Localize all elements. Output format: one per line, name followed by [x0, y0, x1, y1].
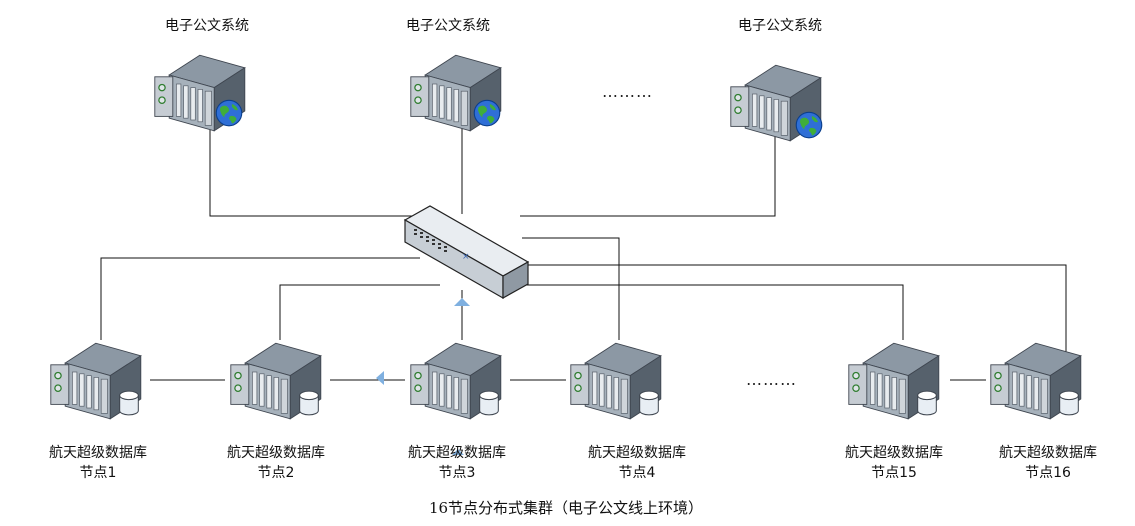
link-switch-node4: [522, 237, 620, 340]
database-icon: [917, 390, 937, 416]
db-node-name: 航天超级数据库: [227, 445, 325, 461]
connection-lines: [100, 128, 1067, 381]
database-icon: [639, 390, 659, 416]
db-node-15: [848, 342, 940, 420]
db-node-label-1: 航天超级数据库 节点1: [49, 443, 147, 483]
db-node-name: 航天超级数据库: [845, 445, 943, 461]
web-server-label-2: 电子公文系统: [406, 18, 490, 34]
db-node-number: 节点3: [438, 465, 476, 481]
db-node-name: 航天超级数据库: [408, 445, 506, 461]
network-switch: ×: [403, 205, 530, 300]
web-server-1: [154, 54, 246, 132]
db-node-number: 节点1: [79, 465, 117, 481]
globe-icon: [215, 99, 243, 127]
db-node-label-16: 航天超级数据库 节点16: [999, 443, 1097, 483]
arrow-small-marker: [452, 449, 464, 455]
db-node-4: [570, 342, 662, 420]
db-node-label-2: 航天超级数据库 节点2: [227, 443, 325, 483]
web-servers-ellipsis: ………: [602, 82, 653, 101]
database-icon: [299, 390, 319, 416]
link-web3-switch: [520, 128, 776, 217]
web-server-2: [410, 54, 502, 132]
db-node-label-15: 航天超级数据库 节点15: [845, 443, 943, 483]
database-icon: [119, 390, 139, 416]
db-node-name: 航天超级数据库: [49, 445, 147, 461]
db-node-number: 节点2: [257, 465, 295, 481]
database-icon: [1059, 390, 1079, 416]
globe-icon: [473, 99, 501, 127]
web-server-3: [730, 64, 823, 142]
db-node-2: [230, 342, 322, 420]
arrow-up-marker: [454, 298, 470, 306]
arrow-left-marker: [376, 371, 384, 385]
db-node-name: 航天超级数据库: [588, 445, 686, 461]
link-switch-node15: [525, 284, 904, 340]
db-node-number: 节点15: [871, 465, 917, 481]
link-switch-node1: [100, 257, 420, 340]
svg-text:×: ×: [462, 252, 470, 262]
db-node-number: 节点4: [618, 465, 656, 481]
db-node-label-3: 航天超级数据库 节点3: [408, 443, 506, 483]
db-node-3: [410, 342, 502, 420]
link-switch-node2: [279, 284, 440, 340]
db-nodes-ellipsis: ………: [746, 370, 797, 389]
db-node-16: [990, 342, 1082, 420]
link-switch-node16: [526, 264, 1067, 380]
web-server-label-3: 电子公文系统: [738, 18, 822, 34]
link-web1-switch: [209, 128, 412, 217]
db-node-name: 航天超级数据库: [999, 445, 1097, 461]
db-node-number: 节点16: [1025, 465, 1071, 481]
globe-icon: [795, 111, 823, 139]
diagram-caption: 16节点分布式集群（电子公文线上环境）: [428, 499, 704, 517]
db-node-1: [50, 342, 142, 420]
database-icon: [479, 390, 499, 416]
web-server-label-1: 电子公文系统: [165, 18, 249, 34]
db-node-label-4: 航天超级数据库 节点4: [588, 443, 686, 483]
switch-ports: [414, 229, 447, 252]
